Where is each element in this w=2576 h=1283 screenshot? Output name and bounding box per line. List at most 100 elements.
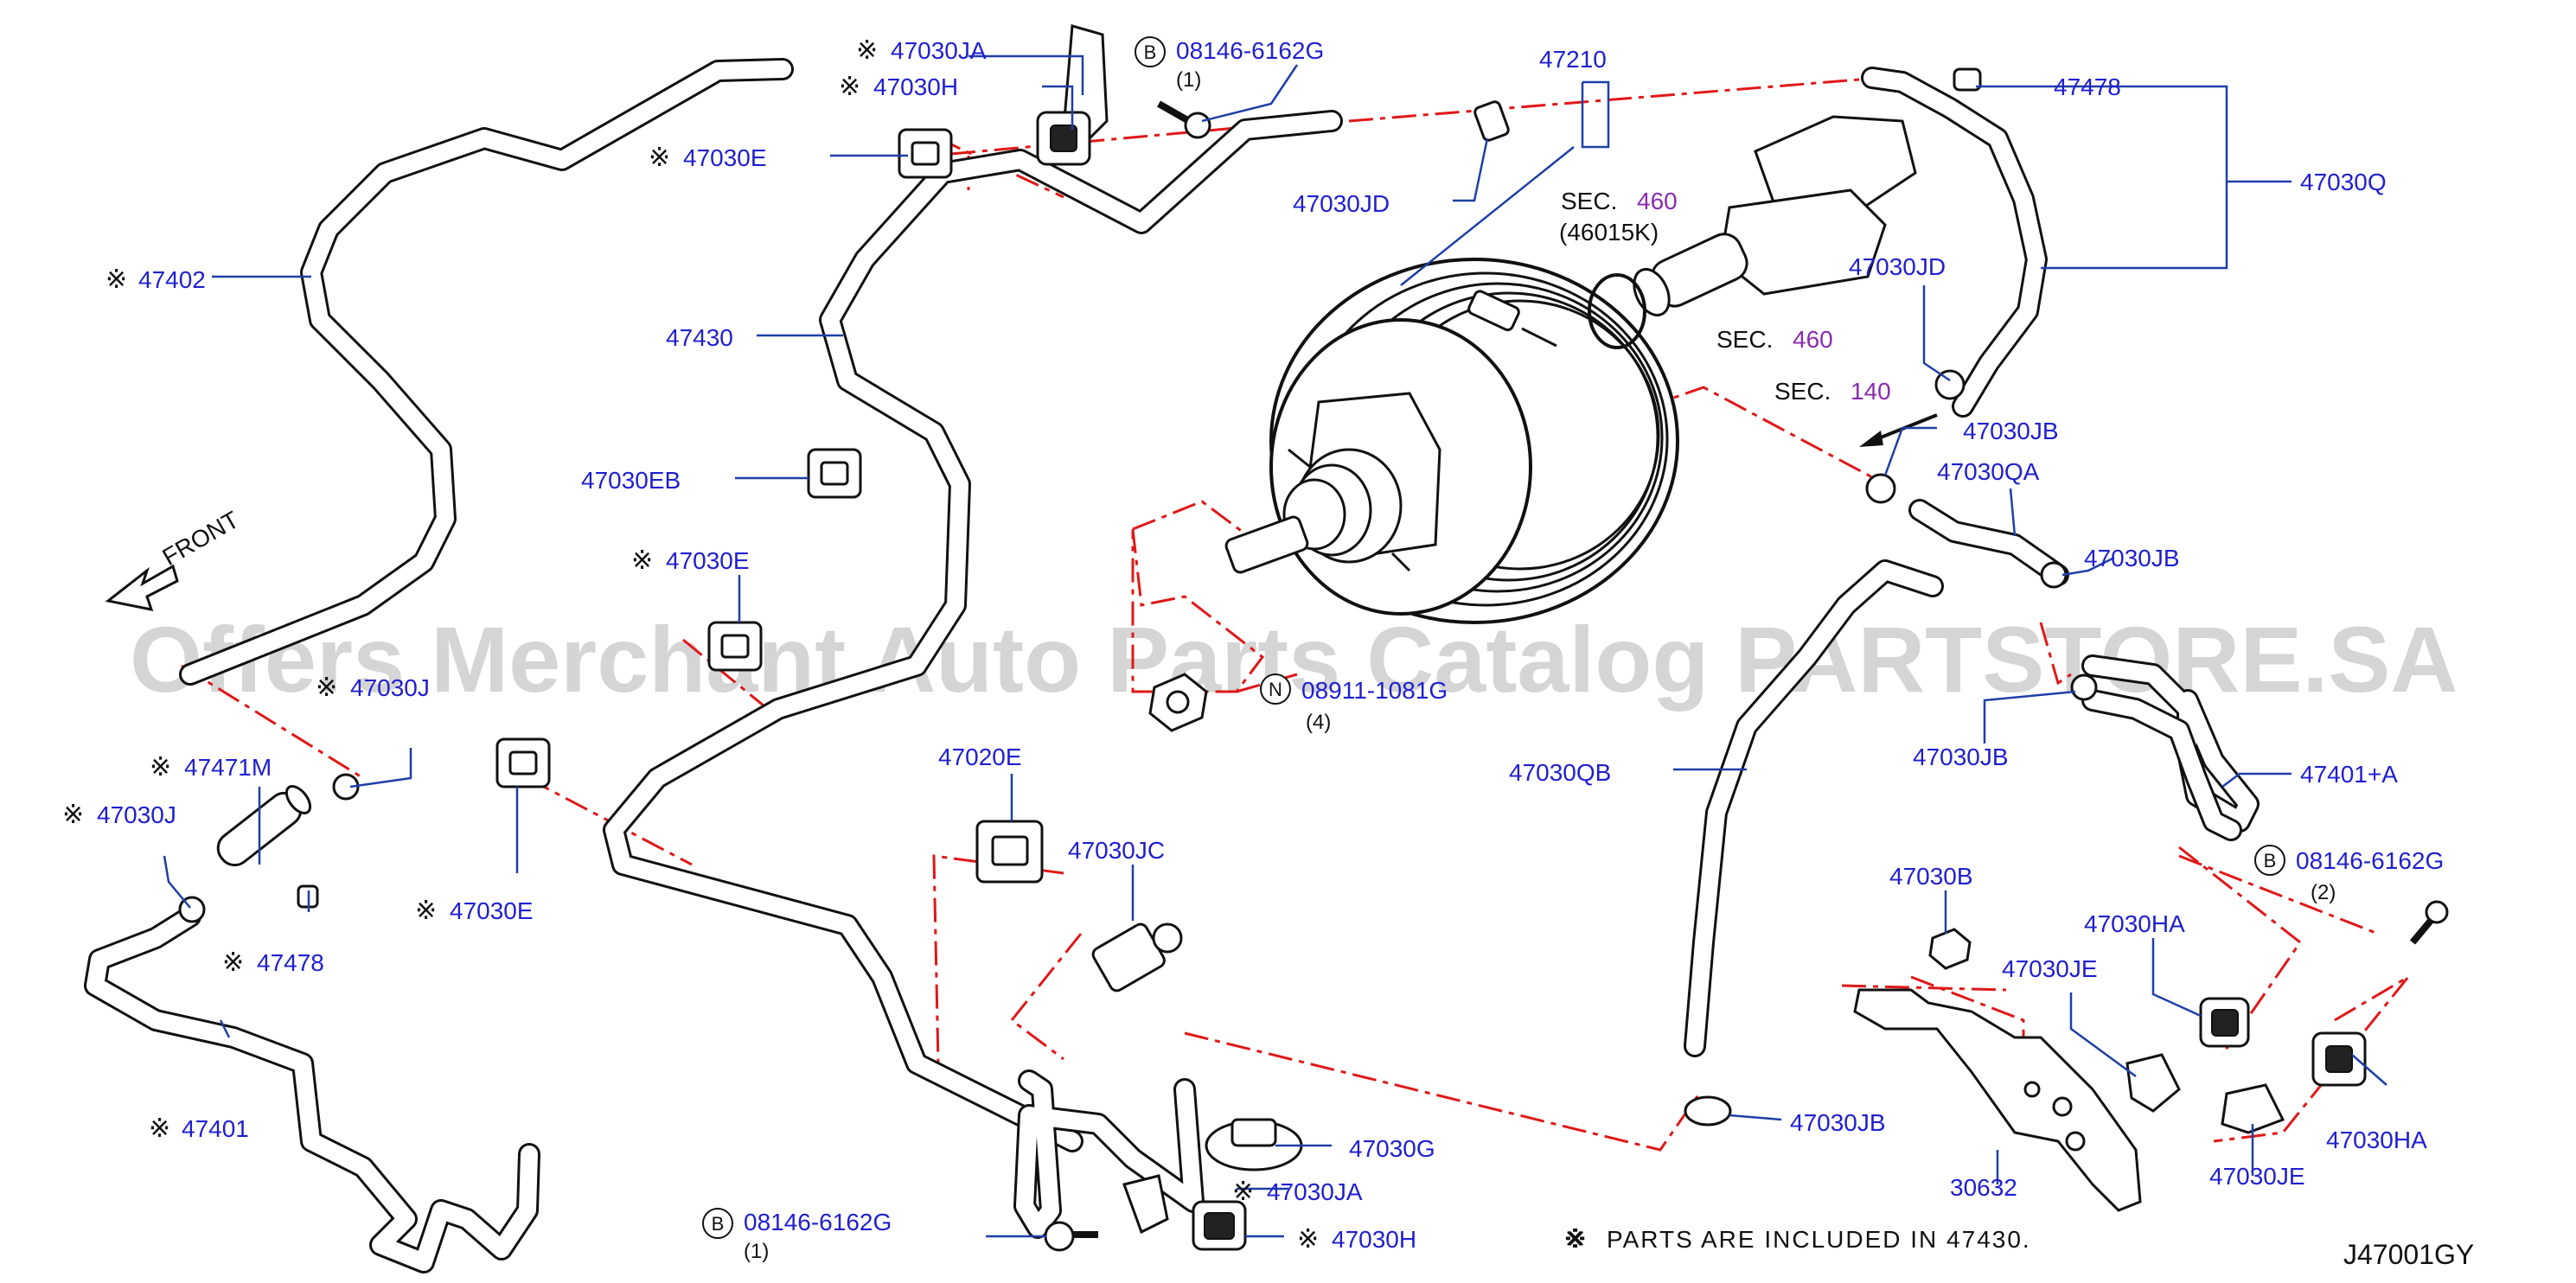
footnote: ※ PARTS ARE INCLUDED IN 47430. bbox=[1563, 1224, 2029, 1254]
clamp-47030JB-3 bbox=[2070, 673, 2098, 701]
label-08146-right: 08146-6162G bbox=[2296, 847, 2444, 874]
label-47030JE-bottom: 47030JE bbox=[2209, 1163, 2305, 1190]
hose-47030QB bbox=[1684, 559, 1944, 1057]
label-47030HA-top: 47030HA bbox=[2084, 910, 2185, 937]
label-47030Q: 47030Q bbox=[2300, 169, 2387, 195]
section-140-prefix: SEC. bbox=[1774, 378, 1831, 405]
b-mark-bottom: B bbox=[702, 1208, 733, 1239]
brake-booster bbox=[1224, 258, 1679, 624]
hose-47430 bbox=[603, 110, 1343, 1152]
b-mark-right: B bbox=[2254, 845, 2285, 876]
svg-text:※: ※ bbox=[150, 752, 171, 782]
bracket-30632 bbox=[1853, 988, 2142, 1212]
label-30632: 30632 bbox=[1950, 1174, 2017, 1201]
bushing-47030HA-top bbox=[2199, 997, 2250, 1048]
label-47030J-left2: 47030J bbox=[97, 801, 176, 828]
grommet-47030G bbox=[1205, 1118, 1303, 1171]
label-47030EB: 47030EB bbox=[581, 467, 681, 494]
footnote-symbol: ※ bbox=[1563, 1224, 1585, 1254]
svg-text:B: B bbox=[712, 1213, 725, 1235]
svg-text:※: ※ bbox=[839, 72, 860, 102]
hose-47030Q bbox=[1861, 67, 2048, 418]
svg-text:※: ※ bbox=[415, 896, 437, 926]
clip-47030E-low bbox=[495, 737, 551, 788]
clamp-47030JB-bottom bbox=[1684, 1095, 1732, 1127]
clamp-47030JB-1 bbox=[1865, 473, 1896, 504]
circle-marks: B B B N bbox=[702, 36, 2285, 1239]
label-47030JB-1: 47030JB bbox=[1963, 418, 2059, 444]
cap-47478-right bbox=[1953, 67, 1982, 92]
label-47030QA: 47030QA bbox=[1937, 458, 2040, 485]
svg-text:N: N bbox=[1269, 679, 1282, 700]
label-47030E-low: 47030E bbox=[450, 897, 534, 924]
label-47030E-mid: 47030E bbox=[666, 547, 750, 574]
part-labels: 47030JA 47030H 08146-6162G (1) 47030E 47… bbox=[97, 37, 2444, 1263]
b-mark-top: B bbox=[1135, 36, 1166, 67]
svg-text:※: ※ bbox=[856, 35, 878, 66]
label-47471M: 47471M bbox=[184, 754, 272, 781]
diagram-code: J47001GY bbox=[2343, 1239, 2474, 1270]
hose-47430-tail bbox=[1013, 1069, 1205, 1239]
section-140-number: 140 bbox=[1851, 378, 1891, 405]
svg-text:※: ※ bbox=[62, 800, 84, 830]
nut-47030B bbox=[1928, 928, 1972, 970]
clip-47030E-top bbox=[898, 128, 953, 179]
label-47030H-bottom: 47030H bbox=[1332, 1226, 1416, 1253]
label-47030J-left: 47030J bbox=[350, 674, 430, 701]
asterisk-marks: ※ ※ ※ ※ ※ ※ ※ ※ ※ ※ ※ ※ ※ ※ bbox=[62, 35, 1587, 1254]
clip-47030EB bbox=[807, 448, 862, 499]
label-47401-left: 47401 bbox=[182, 1115, 249, 1142]
svg-text:※: ※ bbox=[316, 673, 337, 703]
section-460-a-prefix: SEC. bbox=[1561, 188, 1617, 214]
clamp-47030JD-right bbox=[1934, 369, 1966, 400]
label-08146-top: 08146-6162G bbox=[1176, 37, 1324, 64]
svg-text:※: ※ bbox=[149, 1114, 170, 1144]
nut-08911 bbox=[1148, 673, 1208, 732]
label-47030G: 47030G bbox=[1349, 1135, 1435, 1162]
label-47030H-top: 47030H bbox=[873, 73, 958, 100]
bushing-47030HA-bottom bbox=[2311, 1031, 2367, 1087]
svg-text:※: ※ bbox=[222, 948, 244, 978]
bolt-08146-right bbox=[2409, 900, 2449, 945]
label-47030JB-3: 47030JB bbox=[1913, 744, 2009, 770]
svg-text:B: B bbox=[1144, 41, 1157, 63]
label-47030JB-2: 47030JB bbox=[2084, 545, 2180, 571]
label-47030QB: 47030QB bbox=[1509, 759, 1611, 786]
master-cylinder bbox=[1588, 115, 1917, 349]
label-47020E: 47020E bbox=[938, 744, 1022, 770]
section-460-a-number: 460 bbox=[1637, 188, 1678, 214]
hose-47030QA bbox=[1908, 499, 2069, 586]
section-460-b-prefix: SEC. bbox=[1716, 326, 1773, 353]
leader-lines bbox=[163, 54, 2387, 1238]
label-47402: 47402 bbox=[138, 266, 206, 293]
label-47030JA-top: 47030JA bbox=[891, 37, 987, 64]
clip-47030JD-top bbox=[1473, 100, 1510, 142]
bolt-08146-top bbox=[1157, 100, 1211, 139]
label-47030B: 47030B bbox=[1889, 863, 1973, 890]
n-mark: N bbox=[1260, 673, 1291, 705]
clamp-47030JB-2 bbox=[2040, 561, 2068, 589]
hose-47401A bbox=[2081, 654, 2260, 841]
label-47210: 47210 bbox=[1539, 46, 1607, 73]
label-08146-right-qty: (2) bbox=[2311, 881, 2336, 904]
svg-text:※: ※ bbox=[631, 546, 653, 576]
label-47030JA-bottom: 47030JA bbox=[1267, 1178, 1363, 1205]
svg-text:※: ※ bbox=[1565, 1224, 1587, 1254]
bolt-08146-bottom bbox=[1044, 1221, 1098, 1252]
label-47030E-top: 47030E bbox=[683, 144, 767, 171]
clip-47030E-mid bbox=[707, 621, 763, 672]
bracket-47030JA-bottom bbox=[1122, 1174, 1169, 1235]
hose-47471M bbox=[216, 785, 312, 867]
label-47030JE-top: 47030JE bbox=[2002, 955, 2098, 982]
label-47030JB-bottom: 47030JB bbox=[1790, 1109, 1886, 1136]
section-refs: SEC. 460 (46015K) SEC. 460 SEC. 140 bbox=[1559, 188, 1891, 405]
label-08146-bottom-qty: (1) bbox=[744, 1240, 769, 1263]
label-47478-right: 47478 bbox=[2054, 73, 2121, 100]
label-47430: 47430 bbox=[666, 324, 733, 351]
svg-text:B: B bbox=[2264, 850, 2277, 871]
front-label: FRONT bbox=[158, 506, 244, 571]
label-47030JC: 47030JC bbox=[1068, 837, 1165, 864]
label-47030JD-top: 47030JD bbox=[1293, 190, 1390, 217]
label-08911: 08911-1081G bbox=[1301, 677, 1448, 704]
bushing-47030H-bottom bbox=[1192, 1200, 1247, 1251]
